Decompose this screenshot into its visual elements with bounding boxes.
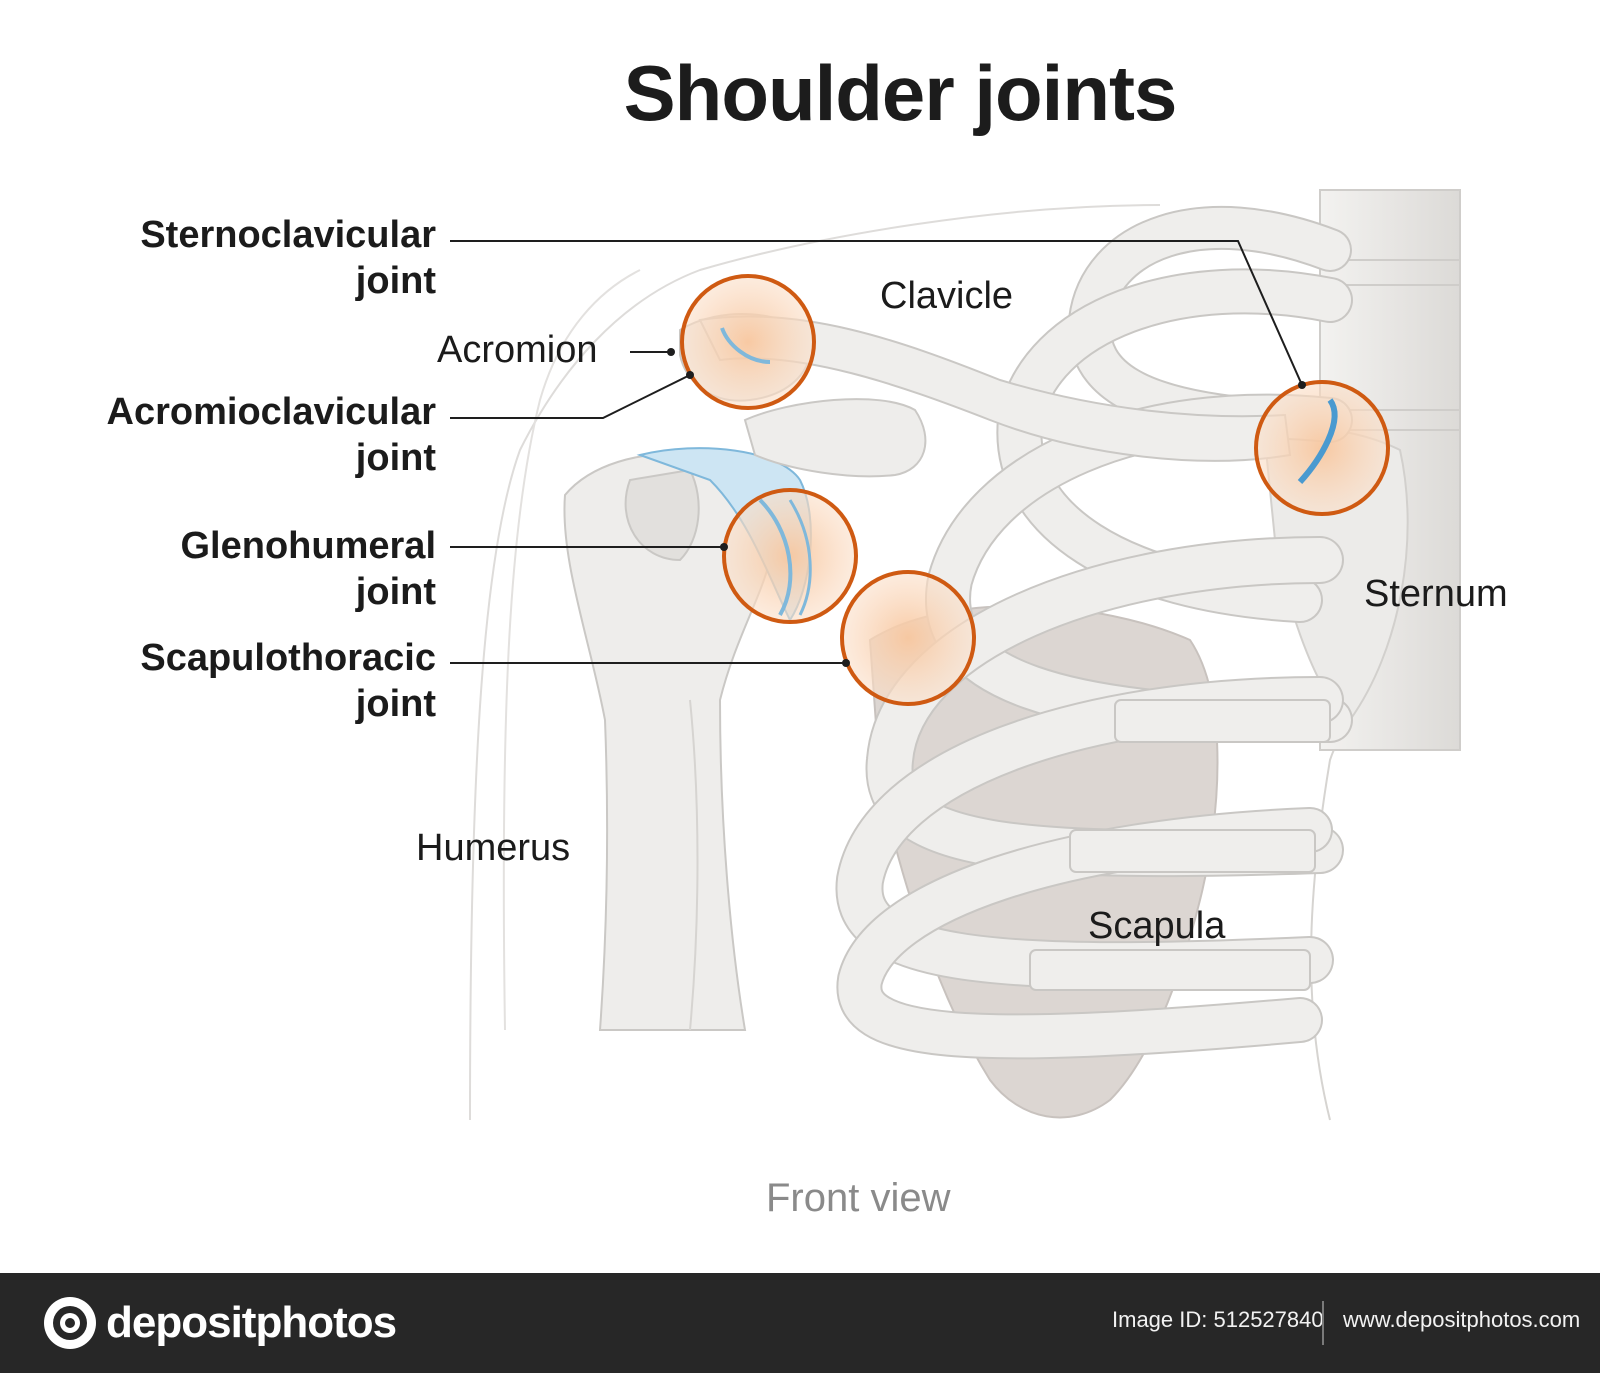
label-acromioclavicular-joint: Acromioclavicular joint: [16, 389, 436, 481]
joint-acromioclavicular: [680, 274, 816, 410]
joint-sternoclavicular: [1254, 380, 1390, 516]
site-url-link[interactable]: www.depositphotos.com: [1343, 1307, 1581, 1332]
brand-logo[interactable]: depositphotos: [42, 1295, 397, 1351]
footer-bar: depositphotos Image ID: 512527840 www.de…: [0, 1273, 1600, 1373]
leader-lines: [450, 240, 1303, 664]
body-outline: [469, 204, 1161, 1121]
label-line: Scapulothoracic: [140, 637, 436, 679]
label-line: Sternoclavicular: [140, 214, 436, 256]
label-line: joint: [355, 683, 436, 725]
anatomy-illustration: [450, 189, 1461, 1121]
footer-divider: [1322, 1301, 1324, 1345]
label-glenohumeral-joint: Glenohumeral joint: [16, 523, 437, 615]
leader-dots: [667, 348, 1306, 667]
label-clavicle: Clavicle: [880, 275, 1014, 317]
label-scapula: Scapula: [1088, 905, 1226, 947]
label-line: joint: [355, 571, 436, 613]
image-id: Image ID: 512527840: [1112, 1307, 1324, 1332]
joint-glenohumeral: [722, 488, 858, 624]
caption-front-view: Front view: [766, 1176, 951, 1220]
label-sternum: Sternum: [1364, 573, 1508, 615]
label-line: joint: [355, 260, 436, 302]
coracoid-shape: [743, 398, 927, 478]
label-line: Acromioclavicular: [106, 391, 436, 433]
label-line: Glenohumeral: [180, 525, 437, 567]
label-scapulothoracic-joint: Scapulothoracic joint: [16, 635, 436, 727]
arm-outline: [502, 269, 641, 1031]
camera-icon: [44, 1297, 96, 1349]
label-humerus: Humerus: [416, 827, 571, 869]
brand-name: depositphotos: [106, 1298, 397, 1347]
label-sternoclavicular-joint: Sternoclavicular joint: [16, 212, 436, 304]
page-title: Shoulder joints: [623, 49, 1178, 137]
joint-scapulothoracic: [840, 570, 976, 706]
label-acromion: Acromion: [437, 329, 598, 371]
costal-cartilage: [1029, 699, 1331, 991]
label-line: joint: [355, 437, 436, 479]
